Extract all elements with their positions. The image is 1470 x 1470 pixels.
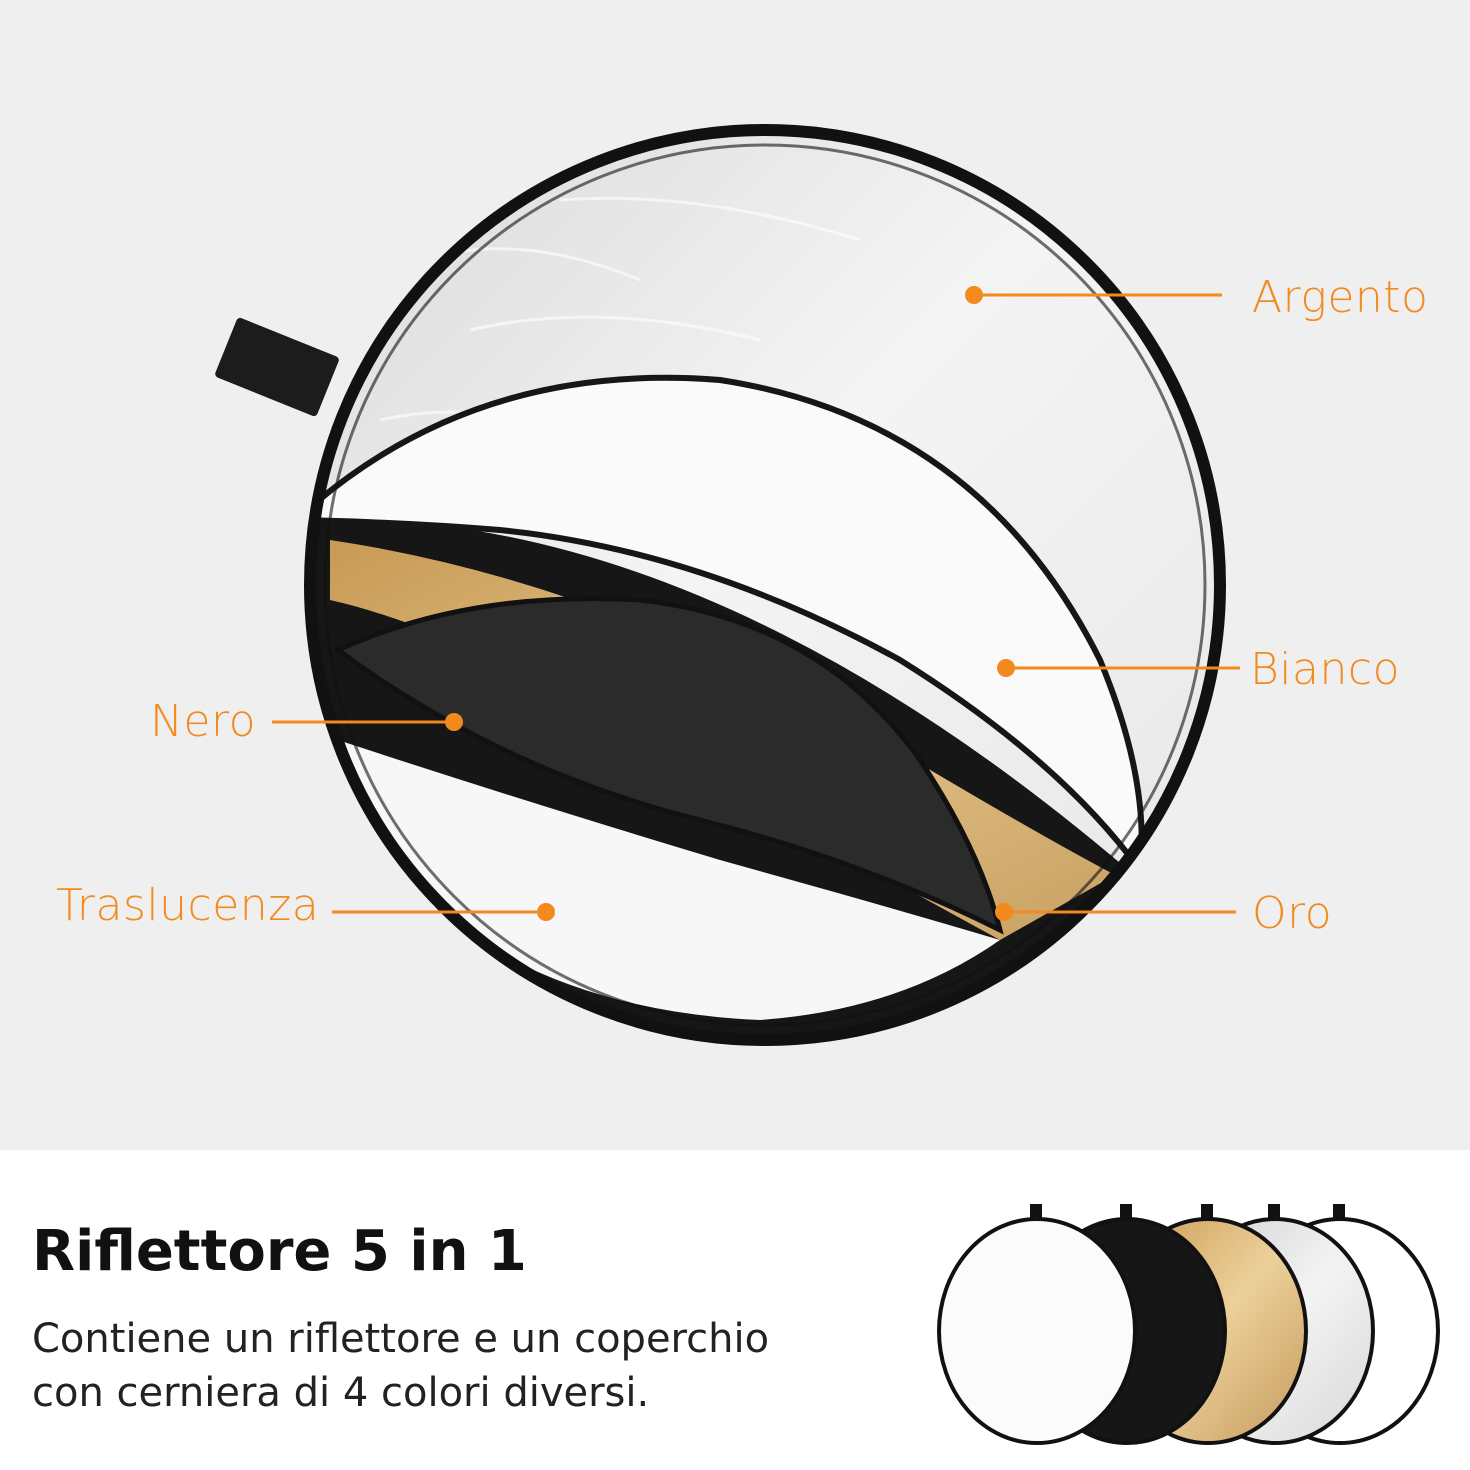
callout-oro-pointer — [995, 903, 1236, 921]
callout-nero-label: Nero — [150, 696, 257, 747]
hero-section: Argento Bianco Nero Traslucenza Oro — [0, 0, 1470, 1150]
callout-argento-label: Argento — [1252, 272, 1429, 323]
callout-bianco-pointer — [997, 659, 1240, 677]
reflector-handle-tab — [215, 317, 339, 417]
callout-traslucenza-label: Traslucenza — [56, 880, 320, 931]
black-surface — [333, 596, 1004, 935]
reflector-diagram — [215, 124, 1240, 1046]
callout-bianco-label: Bianco — [1250, 644, 1400, 695]
product-description: Contiene un riflettore e un coperchio co… — [32, 1312, 912, 1420]
callout-argento-pointer — [965, 286, 1222, 304]
reflector-variants — [937, 1204, 1440, 1445]
translucent-surface — [338, 740, 1000, 1020]
product-title: Riflettore 5 in 1 — [32, 1219, 527, 1284]
variant-translucent-disc — [937, 1204, 1137, 1445]
callout-oro-label: Oro — [1252, 888, 1333, 939]
reflector-rim — [304, 124, 1226, 1046]
product-description-line-1: Contiene un riflettore e un coperchio — [32, 1316, 770, 1362]
callout-nero-pointer — [272, 713, 463, 731]
product-info-section: Riflettore 5 in 1 Contiene un riflettore… — [0, 1150, 1470, 1470]
callout-traslucenza-pointer — [332, 903, 555, 921]
product-description-line-2: con cerniera di 4 colori diversi. — [32, 1370, 650, 1416]
